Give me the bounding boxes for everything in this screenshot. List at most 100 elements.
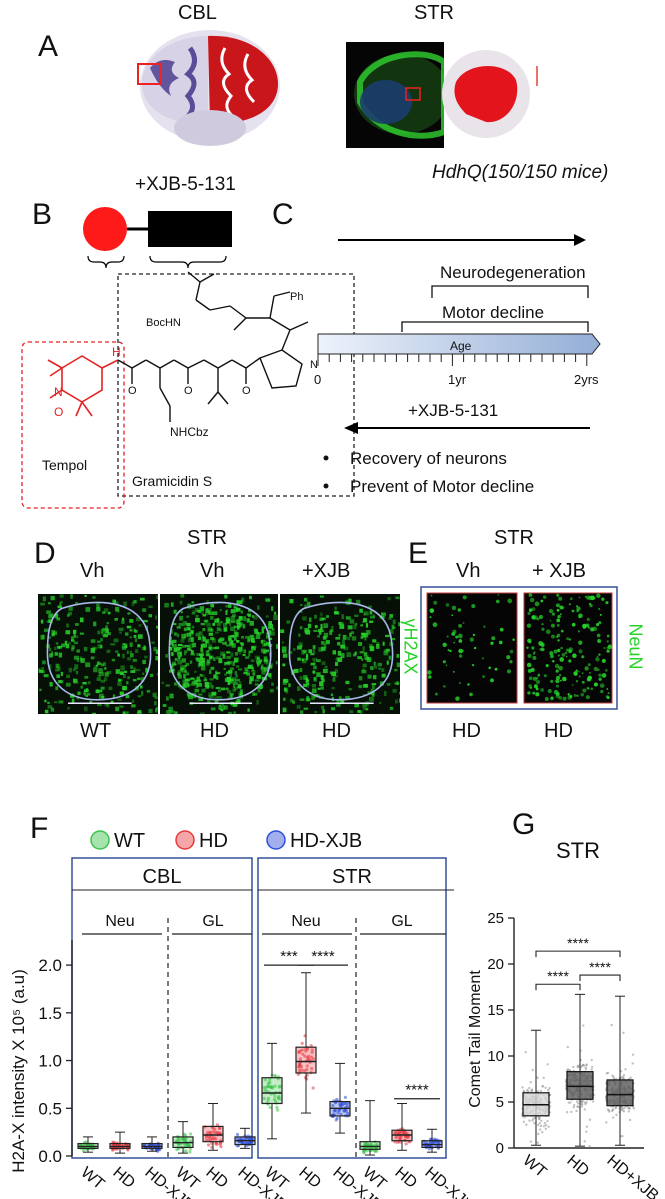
f-xlabel-0: WT	[77, 1164, 107, 1193]
g-ytick-15: 15	[487, 1002, 504, 1019]
legend-marker-wt	[90, 830, 110, 850]
g-box-1	[564, 993, 596, 1148]
e-col2-top: + XJB	[532, 560, 586, 582]
region-label-cbl: CBL	[143, 866, 182, 888]
panel-label-c: C	[272, 198, 294, 231]
e-col1-bottom: HD	[452, 720, 481, 742]
f-box-5	[234, 1127, 256, 1149]
neurodegeneration-label: Neurodegeneration	[440, 263, 586, 282]
tempol-circle	[83, 207, 127, 251]
bochn-label: BocHN	[146, 317, 181, 329]
f-xlabel-1: HD	[109, 1164, 138, 1192]
f-box-4	[202, 1103, 224, 1151]
tempol-box	[21, 341, 125, 509]
cbl-frame	[71, 857, 253, 1159]
g-ylabel: Comet Tail Moment	[468, 970, 484, 1108]
d-col1-bottom: WT	[80, 720, 112, 742]
o-atom-3: O	[242, 385, 251, 397]
motor-decline-label: Motor decline	[442, 303, 544, 322]
tick-0: 0	[314, 372, 321, 387]
compound-schematic	[83, 207, 232, 269]
g-sig-2: ****	[589, 959, 611, 975]
d-col3-top: +XJB	[302, 560, 351, 582]
f-xlabel-10: HD	[391, 1164, 420, 1192]
legend-label-wt: WT	[114, 830, 145, 852]
treatment-label: +XJB-5-131	[408, 401, 498, 420]
panel-label-e: E	[408, 537, 429, 570]
o-atom-1: O	[128, 385, 137, 397]
g-title: STR	[556, 838, 600, 863]
e-col1-top: Vh	[456, 560, 481, 582]
gramicidin-label: Gramicidin S	[132, 473, 212, 489]
d-col2-top: Vh	[200, 560, 225, 582]
o-radical-atom: O	[54, 405, 63, 419]
f-box-2	[141, 1136, 163, 1153]
g-ytick-0: 0	[496, 1140, 504, 1157]
region-label-str: STR	[332, 866, 372, 888]
g-xlabel-0: WT	[519, 1152, 549, 1181]
g-xlabel-2: HD+XJB	[603, 1152, 661, 1199]
compound-name: +XJB-5-131	[135, 174, 236, 195]
n-atom: N	[310, 359, 318, 371]
legend-marker-hd-xjb	[266, 830, 286, 850]
g-ytick-20: 20	[487, 956, 504, 973]
g-sig-0: ****	[547, 968, 569, 984]
age-label: Age	[450, 339, 472, 353]
f-box-0	[77, 1136, 99, 1153]
f-ylabel: H2A-X intensity X 10⁵ (a.u)	[9, 969, 28, 1173]
micrograph-wt-vh	[38, 594, 158, 714]
panel-label-b: B	[32, 198, 53, 231]
f-ytick-1.5: 1.5	[38, 1004, 62, 1023]
subgroup-label-cbl-gl: GL	[202, 913, 223, 930]
gramicidin-rectangle	[148, 211, 232, 247]
f-box-6	[261, 1042, 283, 1140]
g-box-0	[521, 1029, 552, 1146]
str-frame	[257, 857, 447, 1159]
gramicidin-box	[117, 273, 355, 497]
f-box-1	[109, 1131, 131, 1154]
legend-label-hd-xjb: HD-XJB	[290, 830, 362, 852]
f-ytick-1.0: 1.0	[38, 1052, 62, 1071]
d-col2-bottom: HD	[200, 720, 229, 742]
subgroup-label-str-gl: GL	[391, 913, 412, 930]
panel-label-f: F	[30, 812, 49, 845]
g-ytick-10: 10	[487, 1048, 504, 1065]
panel-label-d: D	[34, 537, 56, 570]
subgroup-label-cbl-neu: Neu	[105, 913, 134, 930]
e-frame	[420, 586, 618, 710]
age-bar	[317, 333, 601, 355]
g-box-2	[604, 995, 636, 1146]
f-box-11	[421, 1128, 443, 1153]
f-box-7	[295, 972, 317, 1114]
mouse-caption: HdhQ(150/150 mice)	[432, 162, 609, 183]
str-title: STR	[414, 2, 454, 24]
neun-label: NeuN	[625, 623, 646, 670]
chemical-structure: N O H O O O N NHCbz BocHN Ph Tempol Gram…	[21, 271, 355, 509]
cerebellum-atlas-image	[137, 30, 280, 146]
f-ytick-0.0: 0.0	[38, 1147, 62, 1166]
legend-label-hd: HD	[199, 830, 228, 852]
e-col2-bottom: HD	[544, 720, 573, 742]
d-col3-bottom: HD	[322, 720, 351, 742]
e-region: STR	[494, 527, 534, 549]
n-ring-atom: N	[54, 385, 63, 399]
h-atom: H	[112, 345, 121, 359]
bullet-recovery: Recovery of neurons	[350, 449, 507, 468]
f-xlabel-4: HD	[202, 1164, 231, 1192]
ph-label: Ph	[290, 291, 303, 303]
subgroup-label-str-neu: Neu	[291, 913, 320, 930]
legend-marker-hd	[175, 830, 195, 850]
o-atom-2: O	[184, 385, 193, 397]
f-sig-0: ***	[280, 948, 298, 965]
f-box-3	[172, 1121, 194, 1154]
tick-2yrs: 2yrs	[574, 372, 599, 387]
f-ytick-0.5: 0.5	[38, 1099, 62, 1118]
f-sig-1: ****	[311, 948, 335, 965]
g-ytick-25: 25	[487, 910, 504, 927]
d-region: STR	[187, 527, 227, 549]
g-ytick-5: 5	[496, 1094, 504, 1111]
f-box-10	[391, 1103, 413, 1151]
g-sig-1: ****	[567, 935, 589, 951]
tempol-label: Tempol	[42, 457, 87, 473]
